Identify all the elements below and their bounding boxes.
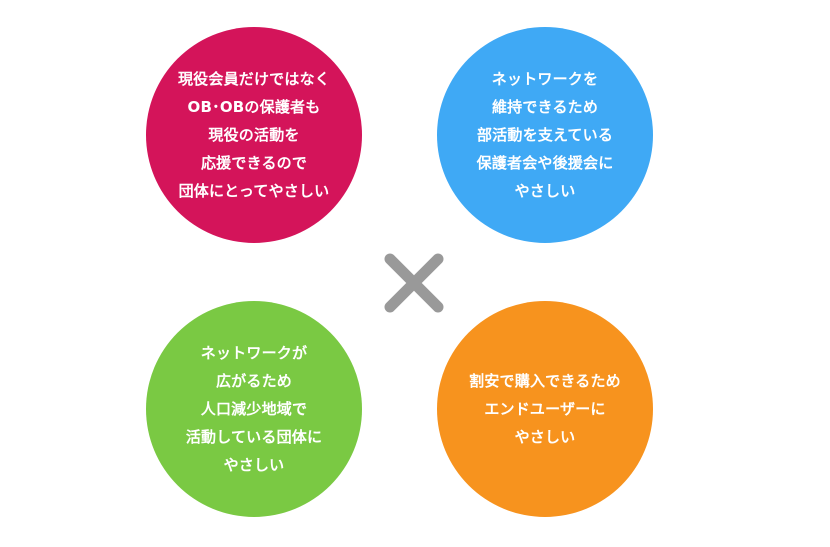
benefit-text-regional: ネットワークが 広がるため 人口減少地域で 活動している団体に やさしい xyxy=(185,344,323,474)
cross-stroke-b xyxy=(384,253,444,313)
benefit-circle-regional: ネットワークが 広がるため 人口減少地域で 活動している団体に やさしい xyxy=(146,301,362,517)
benefit-circle-end-user: 割安で購入できるため エンドユーザーに やさしい xyxy=(437,301,653,517)
benefit-text-supporters: ネットワークを 維持できるため 部活動を支えている 保護者会や後援会に やさしい xyxy=(476,70,614,200)
benefit-text-end-user: 割安で購入できるため エンドユーザーに やさしい xyxy=(469,372,621,446)
cross-icon xyxy=(384,253,444,313)
benefit-text-organization: 現役会員だけではなく OB･OBの保護者も 現役の活動を 応援できるので 団体に… xyxy=(177,70,330,200)
benefit-circle-supporters: ネットワークを 維持できるため 部活動を支えている 保護者会や後援会に やさしい xyxy=(437,27,653,243)
benefit-circle-organization: 現役会員だけではなく OB･OBの保護者も 現役の活動を 応援できるので 団体に… xyxy=(146,27,362,243)
